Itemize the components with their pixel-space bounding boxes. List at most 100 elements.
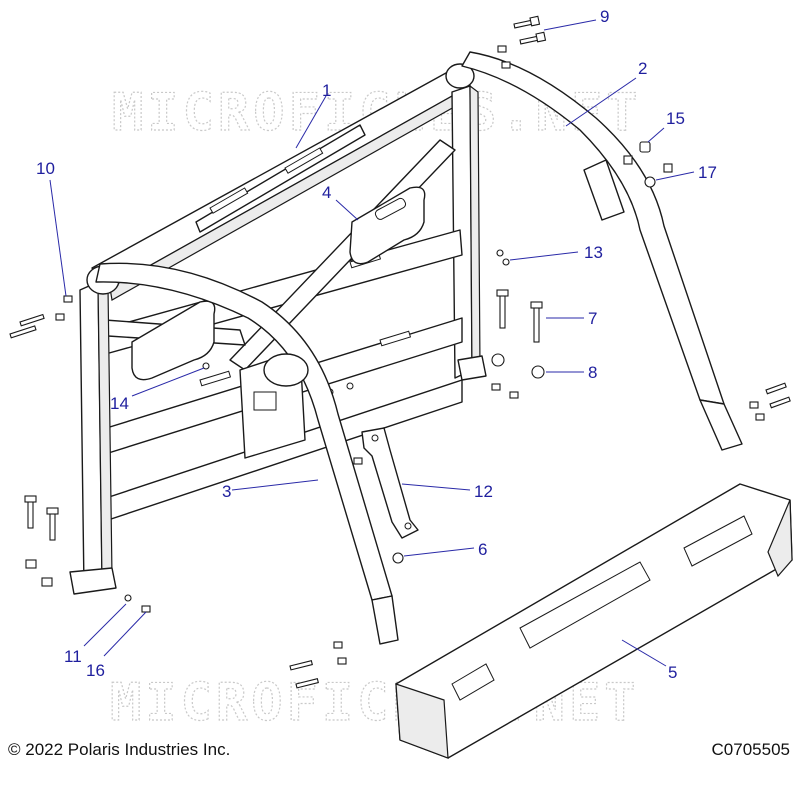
leader-lines [49, 19, 695, 667]
nut-icon [55, 313, 65, 321]
side-tube-body [461, 51, 725, 405]
leader-14 [131, 367, 205, 397]
bolt-icon [765, 382, 787, 395]
leader-9 [543, 19, 597, 31]
callout-7: 7 [588, 309, 597, 328]
leader-13 [509, 251, 579, 261]
panel-cutout [451, 663, 495, 701]
washer-icon [644, 176, 656, 188]
nut-icon [623, 155, 633, 165]
callout-8: 8 [588, 363, 597, 382]
bolt-icon [519, 31, 547, 45]
callout-6: 6 [478, 540, 487, 559]
nut-icon [202, 362, 210, 370]
nut-icon [141, 605, 151, 613]
leader-12 [401, 483, 471, 491]
side-tube-bracket [583, 159, 625, 221]
nut-icon [496, 249, 504, 257]
callout-10: 10 [36, 159, 55, 178]
bolt-icon [289, 660, 313, 671]
nut-icon [337, 657, 347, 665]
rear-panel [395, 483, 793, 759]
strap-hole [371, 434, 379, 442]
nut-icon [41, 577, 53, 587]
leader-10 [49, 179, 67, 297]
crossbar-slot [209, 187, 249, 214]
callout-4: 4 [322, 183, 331, 202]
callout-2: 2 [638, 59, 647, 78]
leader-5 [621, 639, 667, 667]
strap-bracket-body [361, 427, 419, 539]
beam-slot [199, 370, 232, 387]
leader-2 [565, 77, 637, 127]
leader-17 [655, 171, 695, 181]
leader-6 [403, 547, 475, 557]
nut-icon [663, 163, 673, 173]
front-tube-body [95, 262, 393, 601]
nut-icon [497, 45, 507, 53]
callout-9: 9 [600, 7, 609, 26]
callout-13: 13 [584, 243, 603, 262]
bolt-icon [530, 301, 543, 343]
nut-icon [639, 141, 651, 153]
callout-5: 5 [668, 663, 677, 682]
leader-16 [103, 611, 147, 657]
leader-4 [335, 199, 359, 221]
bolt-icon [46, 507, 59, 541]
rear-right-post-side [469, 84, 481, 371]
left-foot-plate [69, 567, 117, 595]
flange-nut-icon [491, 353, 505, 367]
leader-15 [647, 127, 665, 143]
strap-bracket [361, 427, 419, 539]
leader-3 [231, 479, 319, 491]
right-foot-plate [457, 355, 487, 381]
leader-1 [295, 95, 327, 149]
strap-hole [404, 522, 412, 530]
bolt-icon [496, 289, 509, 329]
callout-3: 3 [222, 482, 231, 501]
nut-icon [491, 383, 501, 391]
nut-icon [392, 552, 404, 564]
nut-icon [124, 594, 132, 602]
panel-recess [519, 561, 651, 649]
drawing-number: C0705505 [711, 740, 790, 759]
panel-cutout [683, 515, 753, 567]
flange-nut-icon [531, 365, 545, 379]
callout-1: 1 [322, 81, 331, 100]
nut-icon [749, 401, 759, 409]
callout-16: 16 [86, 661, 105, 680]
bracket-window [253, 391, 277, 411]
side-roll-tube [461, 51, 743, 451]
bolt-icon [19, 313, 45, 327]
nut-icon [509, 391, 519, 399]
rear-panel-right-face [767, 499, 793, 578]
bolt-icon [769, 396, 791, 409]
beam-slot [379, 330, 412, 347]
callout-15: 15 [666, 109, 685, 128]
nut-icon [25, 559, 37, 569]
nut-icon [63, 295, 73, 303]
nut-icon [502, 258, 510, 266]
nut-icon [755, 413, 765, 421]
front-tube-end [371, 595, 399, 645]
leader-11 [83, 603, 127, 647]
callout-14: 14 [110, 394, 129, 413]
upper-grab-handle [349, 186, 426, 265]
grab-handles [131, 186, 426, 381]
side-tube-end [699, 399, 743, 451]
handle-grip-opening [374, 197, 407, 220]
nut-icon [353, 457, 363, 465]
nut-icon [333, 641, 343, 649]
nut-icon [501, 61, 511, 69]
front-roll-tube [95, 262, 399, 645]
hardware [9, 15, 791, 689]
right-corner-joint [445, 63, 475, 89]
callout-17: 17 [698, 163, 717, 182]
crossbar-slot [284, 147, 324, 174]
copyright-notice: © 2022 Polaris Industries Inc. [8, 740, 231, 759]
front-tube-clamp [263, 353, 309, 387]
bolt-icon [295, 678, 319, 689]
beam-hole [346, 382, 354, 390]
